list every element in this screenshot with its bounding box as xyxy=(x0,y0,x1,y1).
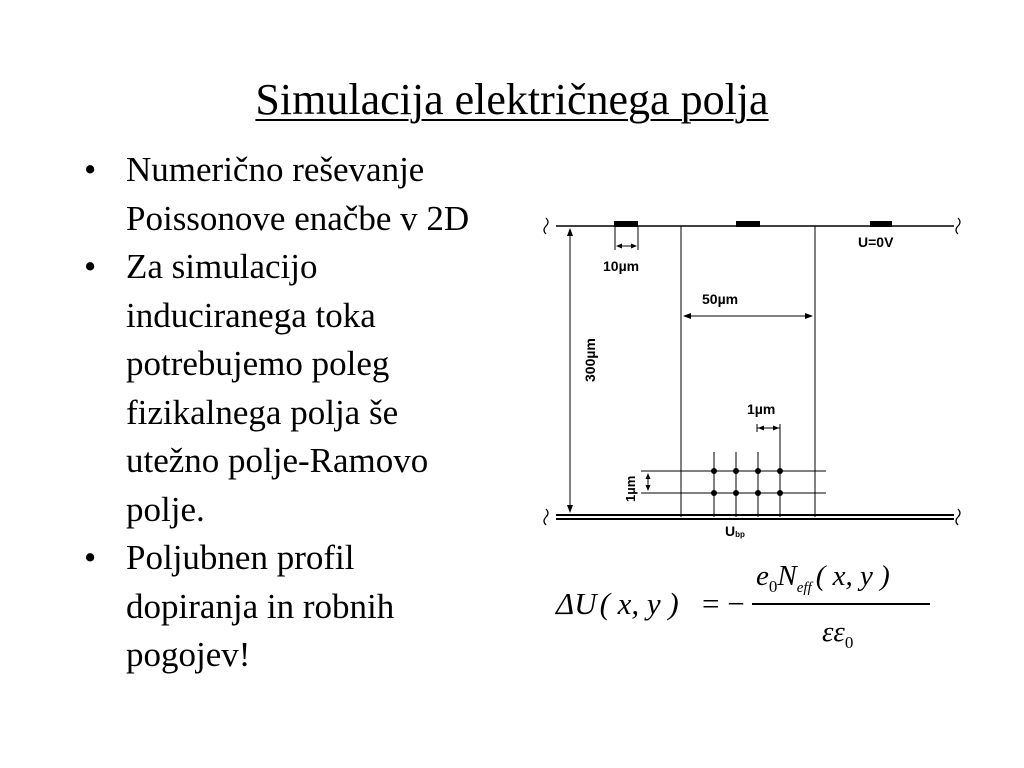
bullet-line: fizikalnega polja še xyxy=(126,392,399,432)
bullet-marker: • xyxy=(84,538,97,577)
equation-equals: = − xyxy=(702,588,745,619)
arrowhead-icon xyxy=(567,228,573,236)
mesh-node xyxy=(755,468,761,474)
bullet-marker: • xyxy=(84,150,97,189)
bullet-line: Poljubnen profil xyxy=(126,538,355,577)
thickness-label: 300µm xyxy=(582,338,598,382)
bullet-line: pogojev! xyxy=(126,635,251,674)
pitch-label: 50µm xyxy=(702,291,738,307)
mesh-node xyxy=(711,468,717,474)
readout-strip xyxy=(870,221,892,227)
equation-e-symbol: e xyxy=(756,560,769,592)
bullet-line: potrebujemo poleg xyxy=(126,344,390,383)
bullet-line: polje. xyxy=(126,489,205,529)
arrowhead-icon xyxy=(773,425,779,431)
fraction-bar xyxy=(752,603,930,605)
bullet-line: induciranega toka xyxy=(126,295,376,335)
equation-den-subscript: 0 xyxy=(844,632,854,652)
equation-lhs-args: ( x, y ) xyxy=(599,586,679,621)
arrowhead-icon xyxy=(631,243,637,249)
equation-numerator: e0Neff( x, y ) xyxy=(756,562,890,596)
equation-num-args: ( x, y ) xyxy=(815,560,890,592)
strip-width-label: 10µm xyxy=(603,258,639,274)
top-potential-label: U=0V xyxy=(858,234,894,250)
break-mark-icon xyxy=(955,217,961,235)
bullet-line: utežno polje-Ramovo xyxy=(126,441,429,480)
equation-lhs-symbol: ΔU xyxy=(556,586,597,621)
arrowhead-icon xyxy=(616,243,622,249)
bullet-item: • Za simulacijo induciranega toka potreb… xyxy=(84,243,534,534)
mesh-node xyxy=(733,490,739,496)
backplane-potential-symbol: U xyxy=(725,523,735,539)
backplane-potential-subscript: bp xyxy=(735,530,745,539)
backplane-potential-label: Ubp xyxy=(725,523,745,539)
mesh-node xyxy=(777,490,783,496)
equation-den-symbol: εε xyxy=(822,616,845,648)
equation-lhs: ΔU( x, y ) xyxy=(556,588,679,619)
break-mark-icon xyxy=(543,508,549,526)
mesh-node xyxy=(711,490,717,496)
bullet-item: • Poljubnen profil dopiranja in robnih p… xyxy=(84,534,534,680)
bullet-line: Poissonove enačbe v 2D xyxy=(126,198,470,238)
mesh-node xyxy=(755,490,761,496)
mesh-step-x-label: 1µm xyxy=(747,401,775,417)
break-mark-icon xyxy=(543,217,549,235)
arrowhead-icon xyxy=(805,313,813,319)
bullet-item: • Numerično reševanje Poissonove enačbe … xyxy=(84,146,534,243)
arrowhead-icon xyxy=(645,473,651,479)
equation-n-subscript: eff xyxy=(796,579,812,596)
mesh-node xyxy=(733,468,739,474)
equation-e-subscript: 0 xyxy=(768,576,778,596)
arrowhead-icon xyxy=(567,505,573,513)
equation-denominator: εε0 xyxy=(822,618,853,651)
arrowhead-icon xyxy=(758,425,764,431)
slide-title-text: Simulacija električnega polja xyxy=(255,75,769,124)
arrowhead-icon xyxy=(645,485,651,491)
bullet-line: Numerično reševanje xyxy=(126,150,425,189)
equation-n-symbol: N xyxy=(777,560,797,592)
equation-equals-sign: = − xyxy=(702,586,745,621)
bullet-line: Za simulacijo xyxy=(126,247,318,286)
readout-strip xyxy=(614,221,638,227)
mesh-step-y-label: 1µm xyxy=(623,476,638,502)
readout-strip xyxy=(736,221,760,227)
bullet-list: • Numerično reševanje Poissonove enačbe … xyxy=(84,146,534,680)
bullet-marker: • xyxy=(84,247,97,286)
slide-title: Simulacija električnega polja xyxy=(0,74,1024,126)
mesh-node xyxy=(777,468,783,474)
break-mark-icon xyxy=(955,508,961,526)
bullet-line: dopiranja in robnih xyxy=(126,586,395,626)
arrowhead-icon xyxy=(683,313,691,319)
